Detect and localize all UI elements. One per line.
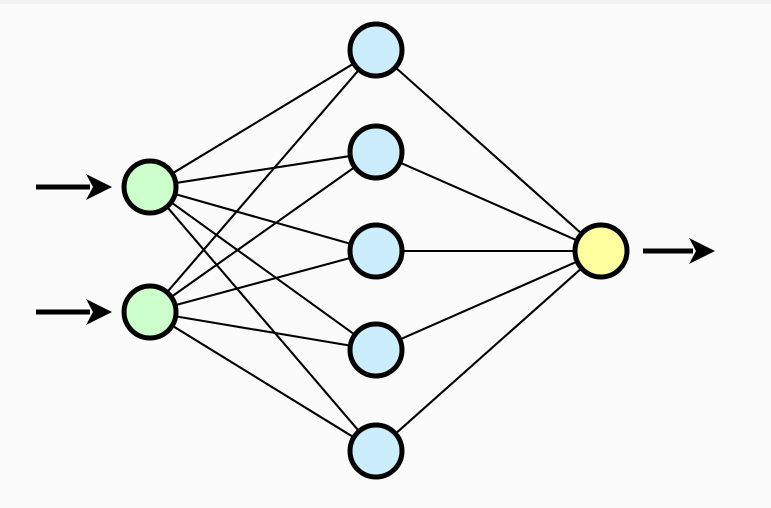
input-arrow-1 [36,174,112,200]
hidden-node-5[interactable] [347,422,405,480]
io-arrows-group [36,174,715,325]
input-layer [121,158,179,341]
edge-h2-to-o1 [396,160,581,243]
edge-i2-to-h4 [172,314,354,348]
input-arrow-2 [36,299,112,325]
hidden-node-2[interactable] [347,123,405,181]
output-arrow-1-head-icon [689,238,715,264]
input-arrow-2-head-icon [86,299,112,325]
nodes-group [121,21,630,480]
edge-h4-to-o1 [396,259,581,342]
edges-group [164,61,585,440]
edge-i2-to-h5 [169,323,357,440]
edge-i1-to-h1 [169,61,357,176]
edge-h1-to-o1 [392,64,585,237]
edge-i1-to-h4 [168,199,358,338]
input-node-2[interactable] [121,283,179,341]
edge-i2-to-h1 [164,67,362,295]
output-arrow-1 [643,238,715,264]
edge-i1-to-h2 [172,154,354,185]
edge-i1-to-h5 [164,204,362,434]
edge-i2-to-h2 [168,164,358,300]
edge-i1-to-h3 [172,192,354,246]
hidden-node-1[interactable] [347,21,405,79]
hidden-layer [347,21,405,480]
input-arrow-1-head-icon [86,174,112,200]
hidden-node-3[interactable] [347,222,405,280]
input-node-1[interactable] [121,158,179,216]
output-node-1[interactable] [572,222,630,280]
edge-h5-to-o1 [392,265,585,437]
output-layer [572,222,630,280]
hidden-node-4[interactable] [347,321,405,379]
edge-i2-to-h3 [172,256,354,307]
